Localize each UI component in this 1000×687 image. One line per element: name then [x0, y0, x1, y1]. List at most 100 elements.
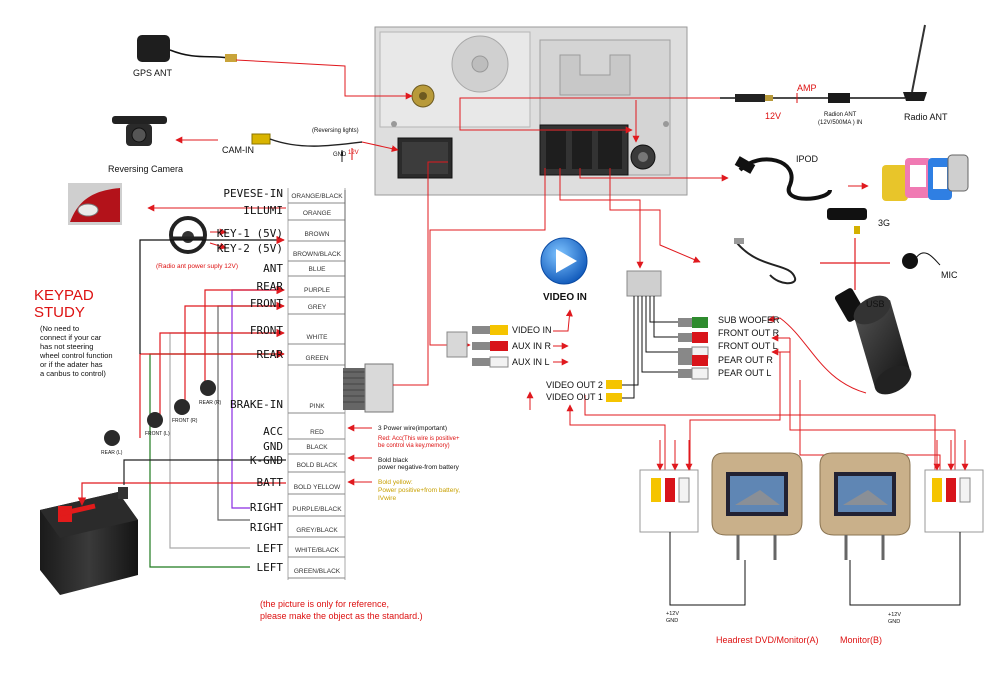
video-out-1-label: VIDEO OUT 1 [546, 392, 603, 402]
battery-icon [40, 487, 138, 595]
video-in-big-label: VIDEO IN [543, 292, 587, 303]
wire-color-label: PURPLE/BLACK [292, 506, 342, 513]
wire-color-label: PINK [309, 403, 325, 410]
wire-color-label: GREY [307, 304, 327, 311]
cam-in-connector [251, 133, 363, 162]
12v-small-label: 12V [348, 150, 359, 156]
ipod-label: IPOD [796, 154, 819, 164]
keypad-title: KEYPAD STUDY [34, 287, 94, 322]
video-in-label: VIDEO IN [512, 325, 552, 335]
wire-color-label: BROWN [304, 231, 330, 238]
cam-in-label: CAM-IN [222, 145, 254, 155]
wire-function-label: ACC [263, 425, 283, 438]
video-out-2-label: VIDEO OUT 2 [546, 380, 603, 390]
car-photo [68, 183, 122, 225]
wire-function-label: REAR [256, 348, 284, 361]
wire-function-label: BATT [256, 476, 284, 489]
red-acc-note: Red: Acc(This wire is positive+ be contr… [378, 436, 460, 450]
front-out-r-label: FRONT OUT R [718, 328, 780, 338]
pear-out-l-label: PEAR OUT L [718, 368, 772, 378]
aux-cable-icon [734, 238, 797, 285]
radio-ant-label: Radio ANT [904, 112, 948, 122]
speaker-icons [104, 380, 216, 446]
amp-label: AMP [797, 83, 817, 93]
wire-function-label: LEFT [256, 542, 284, 555]
power-label-b: +12V GND [888, 612, 901, 625]
wire-function-label: KEY-2 (5V) [216, 242, 283, 255]
wire-color-label: BLUE [308, 266, 326, 273]
wire-color-label: GREY/BLACK [296, 527, 338, 534]
3g-dongle-icon [827, 208, 867, 234]
wire-function-label: LEFT [256, 561, 284, 574]
harness-connector [343, 363, 394, 413]
reversing-camera-label: Reversing Camera [108, 164, 184, 174]
av-out-box [626, 270, 662, 297]
wire-color-label: RED [310, 429, 324, 436]
bold-black-note: Bold black power negative-from battery [378, 457, 459, 472]
wire-color-label: ORANGE [302, 210, 332, 217]
monitor-rca-plugs [651, 477, 971, 503]
mic-label: MIC [941, 270, 958, 280]
power-label-a: +12V GND [666, 611, 679, 624]
aux-in-l-label: AUX IN L [512, 357, 550, 367]
wire-function-label: RIGHT [249, 521, 283, 534]
wire-function-label: ILLUMI [243, 204, 283, 217]
sub-woofer-label: SUB WOOFER [718, 315, 780, 325]
head-unit [374, 26, 688, 196]
sub-woofer-icon [853, 295, 912, 395]
usb-label: USB [866, 299, 885, 309]
radion-ant-spec-label: Radion ANT (12V/500MA ) IN [818, 112, 863, 126]
wire-color-label: ORANGE/BLACK [291, 193, 343, 200]
wire-function-label: K-GND [249, 454, 283, 467]
wire-function-label: GND [263, 440, 283, 453]
ipod-devices-icon [882, 154, 969, 201]
headrest-monitor-a [711, 452, 803, 560]
3g-label: 3G [878, 218, 891, 228]
wire-function-label: PEVESE-IN [223, 187, 283, 200]
wire-function-label: RIGHT [249, 501, 283, 514]
speaker-rear-r-label: REAR (R) [199, 400, 222, 406]
radio-antenna-icon [903, 24, 927, 101]
wire-color-label: GREEN [305, 355, 329, 362]
wire-function-label: BRAKE-IN [230, 398, 283, 411]
aux-in-r-label: AUX IN R [512, 341, 552, 351]
radio-ant-power-label: (Radio ant power suply 12V) [156, 263, 239, 270]
reversing-lights-label: (Reversing lights) [312, 128, 359, 134]
keypad-note: (No need to connect if your car has not … [40, 324, 113, 378]
speaker-front-r-label: FRONT (R) [172, 418, 198, 424]
gnd-small-label: GND [333, 152, 347, 158]
wire-color-label: BLACK [306, 444, 328, 451]
wire-color-label: BOLD BLACK [296, 462, 338, 469]
headrest-monitor-b [819, 452, 911, 560]
ipod-cable-icon [734, 156, 832, 201]
wire-function-label: ANT [263, 262, 283, 275]
pear-out-r-label: PEAR OUT R [718, 355, 773, 365]
headrest-label: Headrest DVD/Monitor(A) [716, 635, 819, 645]
wire-function-label: REAR [256, 280, 284, 293]
video-in-rca-plugs [472, 325, 509, 368]
wire-color-label: WHITE/BLACK [294, 547, 340, 554]
power-wire-label: 3 Power wire(important) [378, 425, 447, 432]
mic-icon [902, 252, 941, 269]
wire-color-label: BROWN/BLACK [292, 251, 342, 258]
wire-function-label: KEY-1 (5V) [216, 227, 283, 240]
reference-note: (the picture is only for reference, plea… [260, 599, 423, 621]
front-out-l-label: FRONT OUT L [718, 341, 778, 351]
wire-color-label: BOLD YELLOW [293, 484, 341, 491]
wire-function-label: FRONT [249, 297, 283, 310]
bold-yellow-note: Bold yellow: Power positive+from battery… [378, 479, 461, 502]
speaker-front-l-label: FRONT (L) [145, 431, 170, 437]
wire-color-label: WHITE [306, 334, 328, 341]
gps-antenna-icon [137, 35, 237, 62]
gps-ant-label: GPS ANT [133, 68, 173, 78]
wire-color-label: PURPLE [303, 287, 330, 294]
reversing-camera-icon [112, 116, 167, 146]
av-out-rca-plugs [606, 317, 709, 402]
wire-function-label: FRONT [249, 324, 283, 337]
monitor-b-label: Monitor(B) [840, 635, 883, 645]
wire-color-label: GREEN/BLACK [293, 568, 341, 575]
12v-label: 12V [765, 111, 782, 121]
speaker-rear-l-label: REAR (L) [101, 450, 123, 456]
